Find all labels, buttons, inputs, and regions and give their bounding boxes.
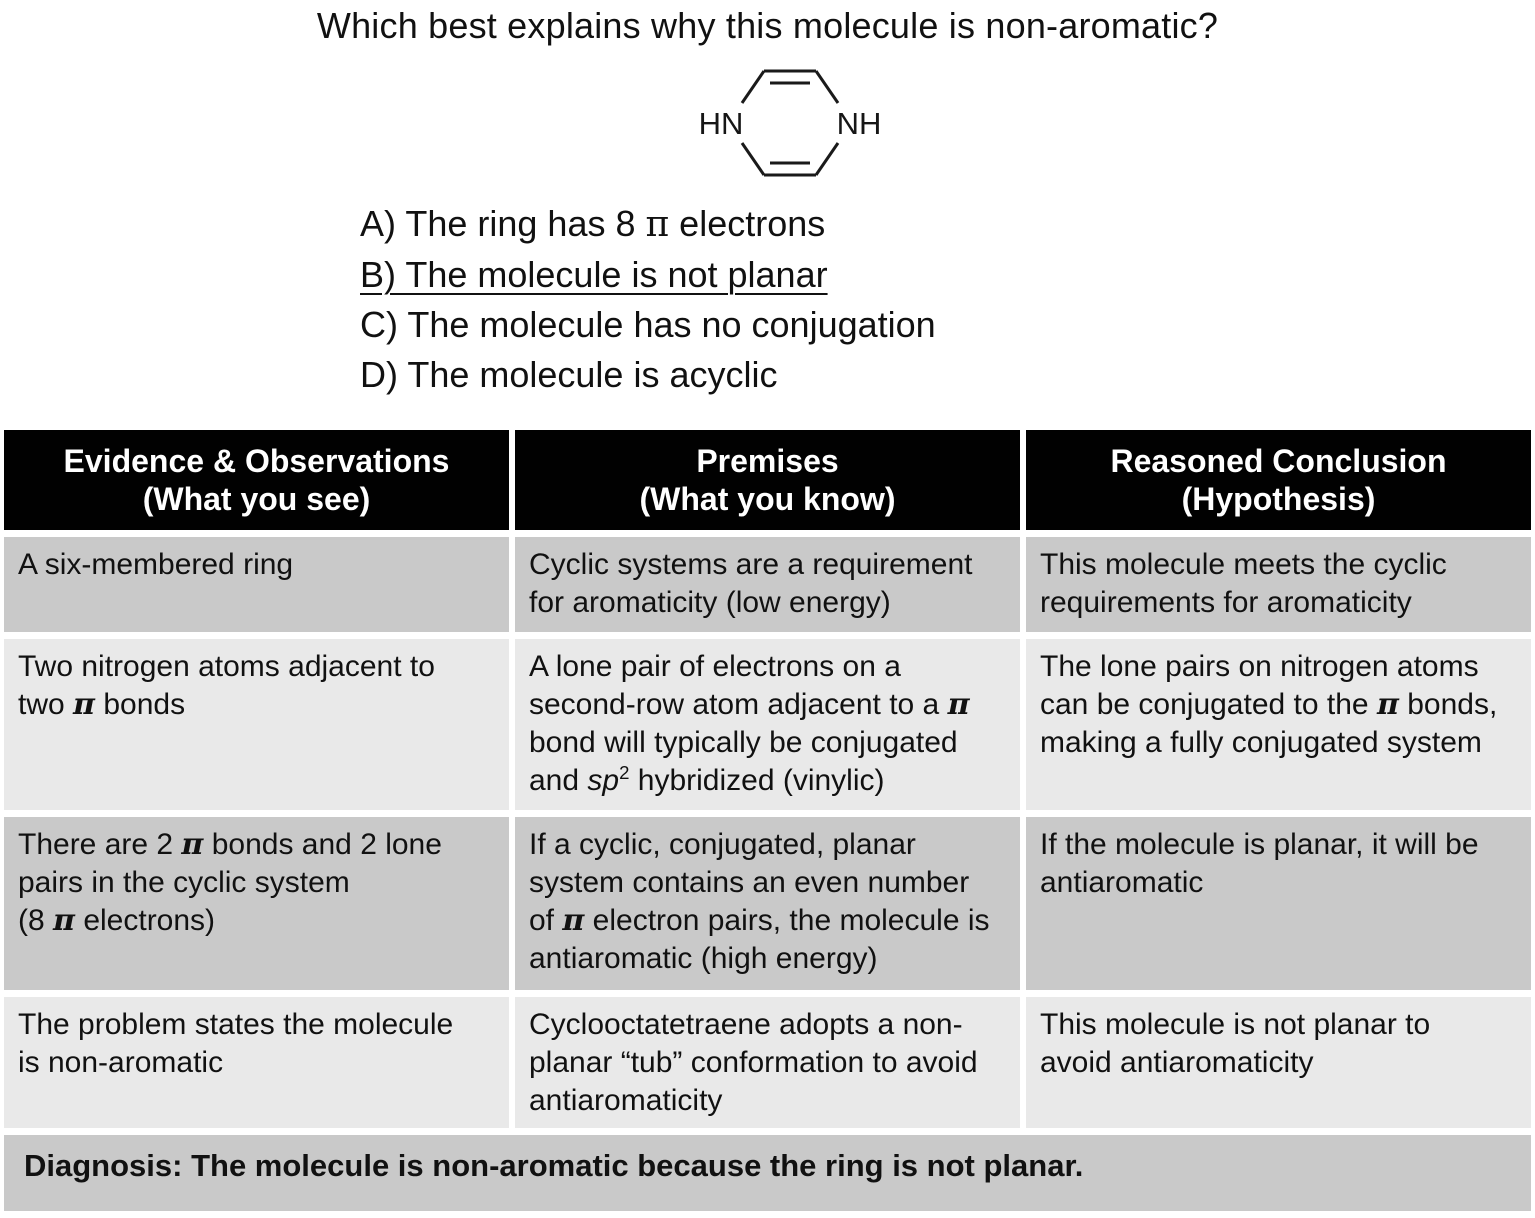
cell-premise-1: Cyclic systems are a requirement for aro… bbox=[515, 537, 1020, 632]
table-header-row: Evidence & Observations (What you see) P… bbox=[4, 430, 1531, 530]
option-a[interactable]: A) The ring has 8 π electrons bbox=[360, 203, 826, 245]
cell-conclusion-3: If the molecule is planar, it will be an… bbox=[1026, 817, 1531, 990]
cell-premise-4: Cyclooctatetraene adopts a non- planar “… bbox=[515, 997, 1020, 1128]
option-d[interactable]: D) The molecule is acyclic bbox=[360, 354, 778, 395]
cell-premise-3: If a cyclic, conjugated, planar system c… bbox=[515, 817, 1020, 990]
cell-conclusion-2: The lone pairs on nitrogen atoms can be … bbox=[1026, 639, 1531, 810]
header-conclusion: Reasoned Conclusion (Hypothesis) bbox=[1026, 430, 1531, 530]
cell-premise-2: A lone pair of electrons on a second-row… bbox=[515, 639, 1020, 810]
header-evidence: Evidence & Observations (What you see) bbox=[4, 430, 509, 530]
cell-evidence-4: The problem states the molecule is non-a… bbox=[4, 997, 509, 1128]
ring-bond-upper-left bbox=[740, 70, 765, 104]
reasoning-table: Evidence & Observations (What you see) P… bbox=[4, 430, 1531, 1211]
ring-bond-upper-right bbox=[814, 70, 839, 104]
nh-label-left: HN bbox=[698, 106, 743, 141]
diagnosis-banner: Diagnosis: The molecule is non-aromatic … bbox=[4, 1135, 1531, 1211]
table-row-2: Two nitrogen atoms adjacent to two π bon… bbox=[4, 639, 1531, 810]
option-c[interactable]: C) The molecule has no conjugation bbox=[360, 304, 936, 345]
question-title: Which best explains why this molecule is… bbox=[316, 5, 1219, 46]
table-row-1: A six-membered ring Cyclic systems are a… bbox=[4, 537, 1531, 632]
cell-conclusion-4: This molecule is not planar to avoid ant… bbox=[1026, 997, 1531, 1128]
table-row-3: There are 2 π bonds and 2 lone pairs in … bbox=[4, 817, 1531, 990]
cell-conclusion-1: This molecule meets the cyclic requireme… bbox=[1026, 537, 1531, 632]
answer-options: A) The ring has 8 π electrons B) The mol… bbox=[360, 199, 1535, 400]
option-b[interactable]: B) The molecule is not planar bbox=[360, 254, 828, 295]
cell-evidence-2: Two nitrogen atoms adjacent to two π bon… bbox=[4, 639, 509, 810]
ring-bond-lower-left bbox=[740, 142, 765, 176]
nh-label-right: NH bbox=[836, 106, 881, 141]
header-premises: Premises (What you know) bbox=[515, 430, 1020, 530]
ring-bond-lower-right bbox=[814, 142, 839, 176]
table-row-4: The problem states the molecule is non-a… bbox=[4, 997, 1531, 1128]
molecule-diagram: HN NH bbox=[0, 57, 1535, 189]
cell-evidence-3: There are 2 π bonds and 2 lone pairs in … bbox=[4, 817, 509, 990]
dihydropyrazine-structure: HN NH bbox=[698, 69, 881, 177]
cell-evidence-1: A six-membered ring bbox=[4, 537, 509, 632]
